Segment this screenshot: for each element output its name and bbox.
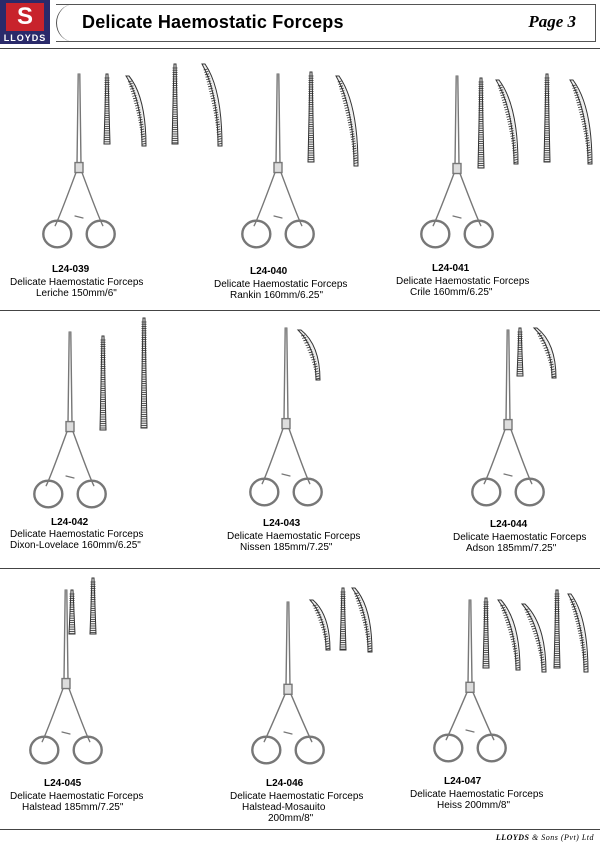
page-footer: LLOYDS & Sons (Pvt) Ltd — [496, 833, 594, 842]
jaw-detail-icon — [296, 329, 321, 381]
product-model: Nissen 185mm/7.25" — [240, 542, 333, 553]
product-desc: Delicate Haemostatic Forceps — [214, 279, 348, 290]
product-code: L24-046 — [266, 778, 304, 789]
product-model: Halstead-Mosauito — [242, 802, 326, 813]
forceps-icon — [241, 73, 315, 249]
page-header: S LLOYDS Delicate Haemostatic Forceps Pa… — [0, 0, 600, 48]
product-model: Dixon-Lovelace 160mm/6.25" — [10, 540, 141, 551]
jaw-detail-icon — [553, 589, 561, 669]
page-number: Page 3 — [528, 12, 576, 31]
product-model: Halstead 185mm/7.25" — [22, 802, 124, 813]
catalog-row-2 — [0, 310, 600, 568]
title-frame — [56, 4, 596, 42]
jaw-detail-icon — [308, 599, 331, 651]
product-model: Rankin 160mm/6.25" — [230, 290, 324, 301]
product-desc: Delicate Haemostatic Forceps — [396, 276, 530, 287]
product-model: Crile 160mm/6.25" — [410, 287, 493, 298]
jaw-detail-icon — [99, 335, 107, 431]
forceps-icon — [433, 599, 507, 763]
jaw-detail-icon — [89, 577, 97, 635]
product-model: Leriche 150mm/6" — [36, 288, 117, 299]
forceps-icon — [33, 331, 107, 509]
jaw-detail-icon — [140, 317, 148, 429]
product-size: 200mm/8" — [268, 813, 314, 824]
product-desc: Delicate Haemostatic Forceps — [227, 531, 361, 542]
footer-brand: LLOYDS — [495, 833, 530, 842]
jaw-detail-icon — [543, 73, 551, 163]
jaw-detail-icon — [103, 73, 111, 145]
product-desc: Delicate Haemostatic Forceps — [230, 791, 364, 802]
catalog-row-3 — [0, 568, 600, 830]
forceps-icon — [251, 601, 325, 765]
product-model: Heiss 200mm/8" — [437, 800, 511, 811]
logo-text: LLOYDS — [3, 33, 47, 43]
footer-company: & Sons (Pvt) Ltd — [529, 833, 594, 842]
title-frame-curve — [56, 4, 74, 42]
jaw-detail-icon — [495, 79, 519, 165]
jaw-detail-icon — [335, 75, 359, 167]
forceps-icon — [249, 327, 323, 507]
forceps-icon — [42, 73, 116, 249]
catalog-row-1 — [0, 48, 600, 310]
jaw-detail-icon — [516, 327, 524, 377]
jaw-detail-icon — [532, 327, 557, 379]
jaw-detail-icon — [569, 79, 593, 165]
lloyds-logo: S LLOYDS — [0, 0, 50, 44]
product-desc: Delicate Haemostatic Forceps — [10, 529, 144, 540]
product-code: L24-045 — [44, 778, 82, 789]
jaw-detail-icon — [339, 587, 347, 651]
jaw-detail-icon — [125, 75, 147, 147]
product-code: L24-041 — [432, 263, 470, 274]
jaw-detail-icon — [171, 63, 179, 145]
product-code: L24-043 — [263, 518, 301, 529]
page-title: Delicate Haemostatic Forceps — [82, 12, 344, 32]
jaw-detail-icon — [482, 597, 490, 669]
forceps-icon — [471, 329, 545, 507]
jaw-detail-icon — [307, 71, 315, 163]
product-desc: Delicate Haemostatic Forceps — [10, 277, 144, 288]
jaw-detail-icon — [520, 603, 547, 673]
product-code: L24-039 — [52, 264, 90, 275]
jaw-detail-icon — [497, 599, 521, 671]
logo-letter: S — [6, 3, 44, 31]
forceps-icon — [420, 75, 494, 249]
product-desc: Delicate Haemostatic Forceps — [453, 532, 587, 543]
jaw-detail-icon — [351, 587, 373, 653]
product-code: L24-040 — [250, 266, 288, 277]
product-code: L24-044 — [490, 519, 528, 530]
forceps-icon — [29, 589, 103, 765]
jaw-detail-icon — [68, 589, 76, 635]
product-desc: Delicate Haemostatic Forceps — [10, 791, 144, 802]
jaw-detail-icon — [567, 593, 589, 673]
product-model: Adson 185mm/7.25" — [466, 543, 557, 554]
jaw-detail-icon — [477, 77, 485, 169]
jaw-detail-icon — [201, 63, 223, 147]
product-desc: Delicate Haemostatic Forceps — [410, 789, 544, 800]
product-code: L24-042 — [51, 517, 89, 528]
product-code: L24-047 — [444, 776, 482, 787]
